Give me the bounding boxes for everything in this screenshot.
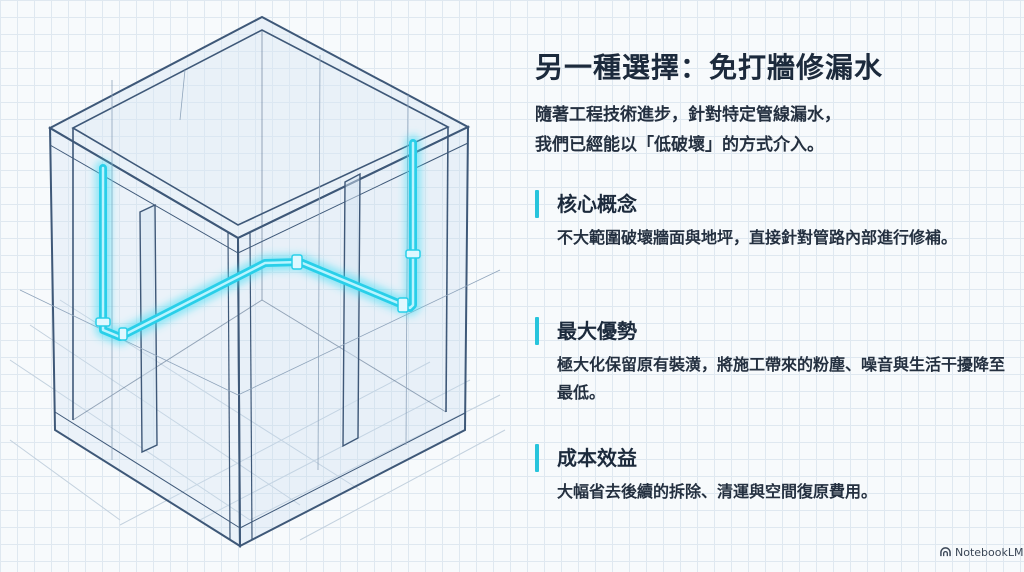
section-cost-benefit: 成本效益 大幅省去後續的拆除、清運與空間復原費用。 [535,442,1005,506]
intro-line: 我們已經能以「低破壞」的方式介入。 [535,135,824,155]
section-heading: 最大優勢 [557,319,637,343]
section-body: 極大化保留原有裝潢，將施工帶來的粉塵、噪音與生活干擾降至最低。 [557,355,1006,402]
glowing-pipe [95,135,421,345]
section-heading: 核心概念 [557,192,637,216]
brand-name: NotebookLM [955,546,1024,559]
glass-room-pipe-illustration [9,15,506,548]
intro-text: 隨著工程技術進步，針對特定管線漏水， 我們已經能以「低破壞」的方式介入。 [535,100,841,160]
section-core-concept: 核心概念 不大範圍破壞牆面與地坪，直接針對管路內部進行修補。 [535,188,1005,252]
accent-bar [535,190,539,218]
section-heading: 成本效益 [557,446,637,470]
section-body: 大幅省去後續的拆除、清運與空間復原費用。 [557,482,878,501]
accent-bar [535,444,539,472]
section-body: 不大範圍破壞牆面與地坪，直接針對管路內部進行修補。 [557,228,958,247]
section-main-advantage: 最大優勢 極大化保留原有裝潢，將施工帶來的粉塵、噪音與生活干擾降至最低。 [535,315,1005,407]
page-title: 另一種選擇：免打牆修漏水 [535,51,884,84]
notebooklm-logo-icon [940,547,951,557]
brand-watermark: NotebookLM [940,546,1023,559]
intro-line: 隨著工程技術進步，針對特定管線漏水， [535,105,841,125]
accent-bar [535,317,539,345]
